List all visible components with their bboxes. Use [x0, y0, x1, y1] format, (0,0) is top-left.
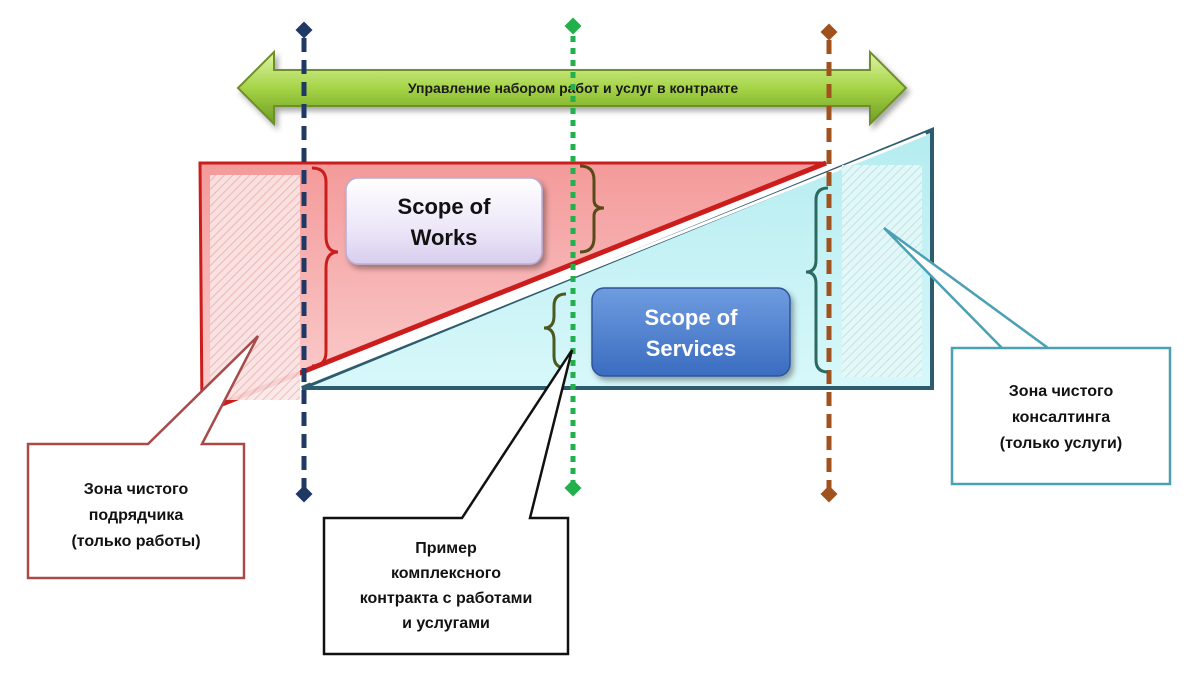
services-zone-top-edge-highlight — [309, 132, 927, 384]
consulting-zone-callout: Зона чистого консалтинга (только услуги) — [883, 226, 1172, 486]
scope-of-works-line2: Works — [411, 225, 478, 250]
consulting-callout-line3: (только услуги) — [1000, 435, 1122, 452]
scope-of-works-box: Scope of Works — [345, 177, 543, 265]
complex-callout-line4: и услугами — [402, 615, 490, 632]
scope-of-services-line1: Scope of — [645, 305, 739, 330]
consulting-callout-line1: Зона чистого — [1009, 383, 1114, 400]
scope-of-services-box: Scope of Services — [591, 287, 791, 377]
consulting-callout-line2: консалтинга — [1012, 409, 1110, 426]
contractor-zone-callout: Зона чистого подрядчика (только работы) — [26, 335, 260, 580]
green-boundary-line — [564, 17, 582, 497]
consulting-hatched-zone — [842, 165, 922, 377]
complex-callout-line2: комплексного — [391, 565, 501, 582]
brace-works-left — [311, 166, 339, 368]
complex-contract-callout: Пример комплексного контракта с работами… — [322, 349, 574, 656]
contractor-hatched-zone — [210, 175, 300, 400]
scope-of-works-line1: Scope of — [398, 194, 492, 219]
brown-boundary-line — [820, 23, 838, 503]
complex-callout-line1: Пример — [415, 540, 477, 557]
brace-works-right — [579, 164, 605, 254]
contractor-callout-line3: (только работы) — [71, 533, 200, 550]
contractor-callout-line2: подрядчика — [89, 507, 184, 524]
complex-callout-line3: контракта с работами — [360, 590, 533, 607]
contractor-callout-line1: Зона чистого — [84, 481, 189, 498]
brace-services-left — [543, 292, 567, 370]
brace-services-right — [805, 186, 829, 374]
scope-of-services-line2: Services — [646, 336, 737, 361]
